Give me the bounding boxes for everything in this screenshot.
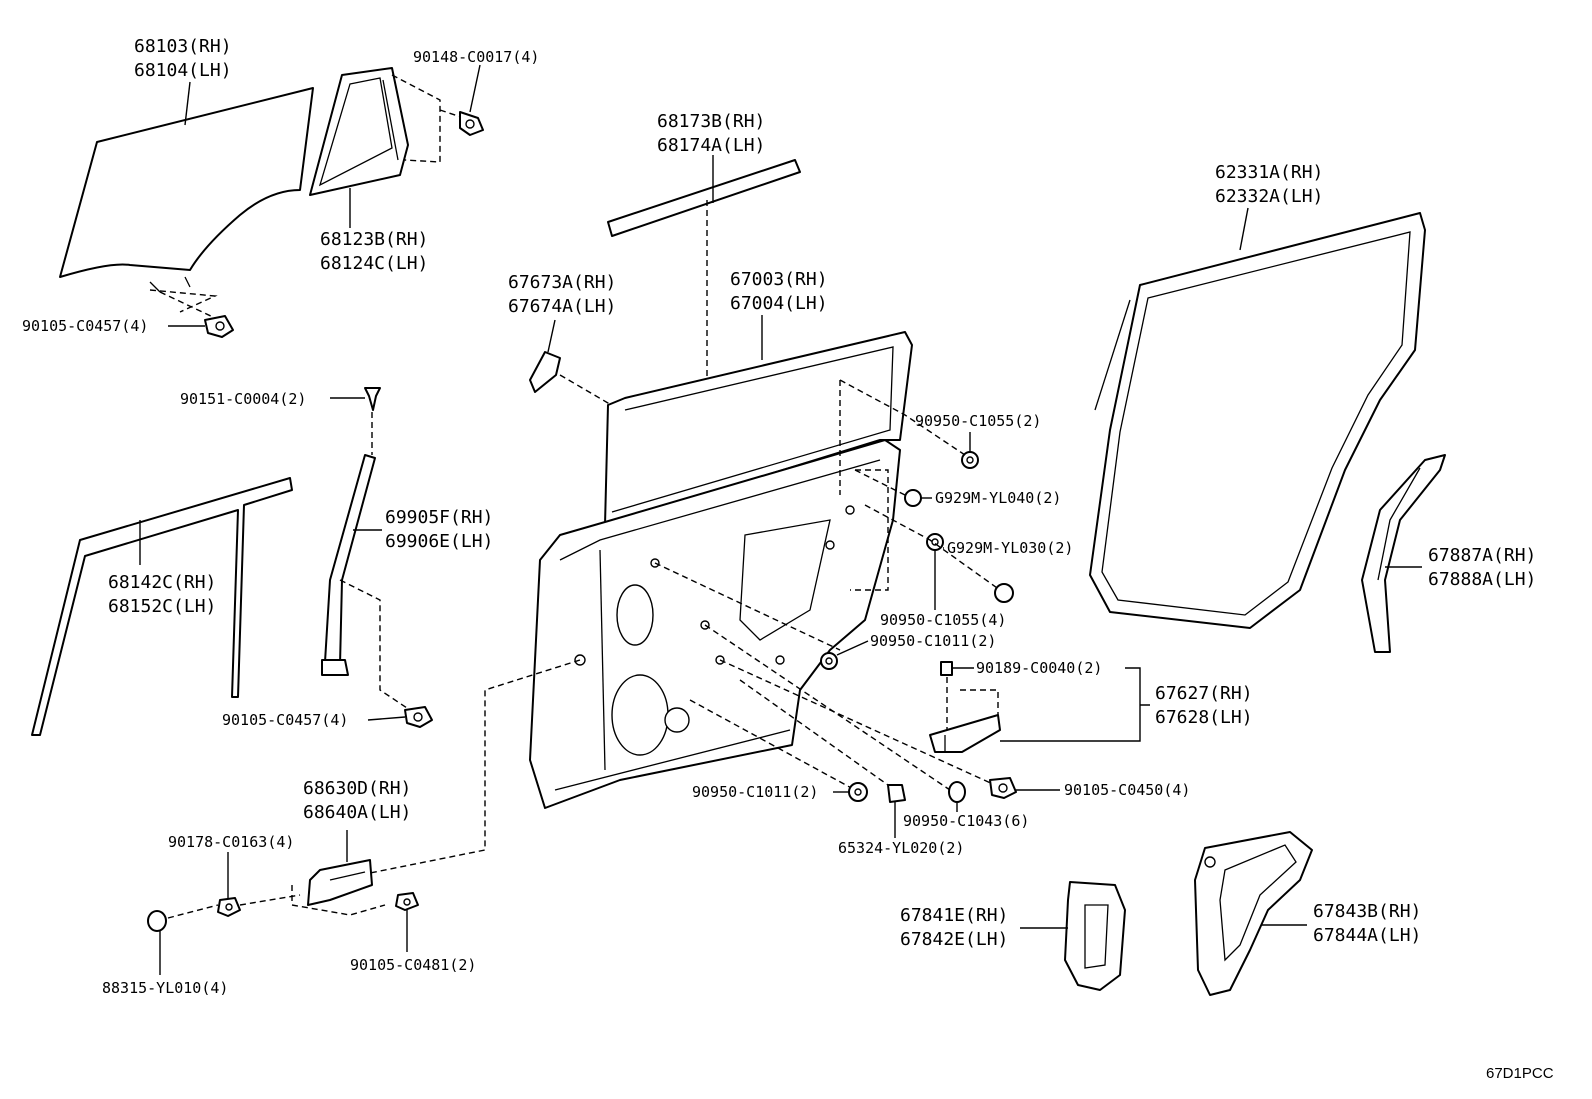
leader-67673 (547, 319, 556, 353)
part-label: G929M-YL030(2) (947, 539, 1073, 557)
part-label: 67887A(RH) (1428, 545, 1536, 566)
part-label: 90950-C1011(2) (692, 783, 818, 801)
door-panel[interactable] (529, 331, 913, 809)
part-label: 62332A(LH) (1215, 186, 1323, 207)
part-label: 90189-C0040(2) (976, 659, 1102, 677)
rear-frame-garnish[interactable] (1361, 454, 1446, 653)
diagram-reference-code: 67D1PCC (1486, 1065, 1554, 1082)
part-label: 90105-C0457(4) (22, 317, 148, 335)
part-label: 62331A(RH) (1215, 162, 1323, 183)
leader-68103 (184, 81, 191, 126)
part-label: 68640A(LH) (303, 802, 411, 823)
part-label: 90148-C0017(4) (413, 48, 539, 66)
part-label: 67628(LH) (1155, 707, 1253, 728)
part-label: 68103(RH) (134, 36, 232, 57)
leader-90950c (836, 640, 869, 656)
plug-g929m-yl040[interactable] (904, 489, 922, 507)
part-label: 68124C(LH) (320, 253, 428, 274)
leader-90105b (367, 716, 406, 721)
bolt-90105-c0481[interactable] (395, 892, 419, 911)
part-label: 68173B(RH) (657, 111, 765, 132)
part-label: 69906E(LH) (385, 531, 493, 552)
part-label: 67843B(RH) (1313, 901, 1421, 922)
door-glass[interactable] (59, 87, 314, 319)
part-label: 90950-C1055(4) (880, 611, 1006, 629)
part-label: 68630D(RH) (303, 778, 411, 799)
part-label: 90178-C0163(4) (168, 833, 294, 851)
part-label: 67888A(LH) (1428, 569, 1536, 590)
part-label: 90105-C0481(2) (350, 956, 476, 974)
screw-90151[interactable] (364, 387, 381, 455)
part-label: 90950-C1055(2) (915, 412, 1041, 430)
door-weatherstrip[interactable] (1089, 212, 1426, 629)
part-label: 90105-C0457(4) (222, 711, 348, 729)
part-label: 90151-C0004(2) (180, 390, 306, 408)
part-label: 68123B(RH) (320, 229, 428, 250)
nut-90950-c1011-a[interactable] (820, 652, 838, 670)
division-bar[interactable] (31, 477, 293, 736)
part-label: 65324-YL020(2) (838, 839, 964, 857)
part-label: 67004(LH) (730, 293, 828, 314)
part-label: 67627(RH) (1155, 683, 1253, 704)
part-label: 67674A(LH) (508, 296, 616, 317)
bracket[interactable] (929, 714, 1001, 753)
grommet-65324[interactable] (887, 784, 906, 803)
bolt-90105-a[interactable] (204, 315, 234, 338)
rear-vent-glass[interactable] (309, 67, 471, 196)
part-label: 68152C(LH) (108, 596, 216, 617)
leader-90148 (469, 64, 481, 113)
bolt-90105-b[interactable] (404, 706, 433, 728)
part-label: 68142C(RH) (108, 572, 216, 593)
part-label: 90950-C1011(2) (870, 632, 996, 650)
part-label: 67003(RH) (730, 269, 828, 290)
part-label: 67842E(LH) (900, 929, 1008, 950)
plug-90950-c1043[interactable] (948, 781, 966, 803)
run-channel[interactable] (321, 454, 411, 711)
frame-garnish[interactable] (529, 351, 621, 411)
nut-90950-c1055-b[interactable] (926, 533, 944, 551)
plug-g929m-yl030[interactable] (994, 583, 1014, 603)
part-label: 90105-C0450(4) (1064, 781, 1190, 799)
cap-88315[interactable] (147, 904, 219, 932)
part-label: 90950-C1043(6) (903, 812, 1029, 830)
part-label: 69905F(RH) (385, 507, 493, 528)
clip-90189[interactable] (940, 661, 999, 730)
bolt-90148[interactable] (459, 111, 484, 136)
part-label: 68104(LH) (134, 60, 232, 81)
part-label: 68174A(LH) (657, 135, 765, 156)
nut-90950-c1011-b[interactable] (848, 782, 868, 802)
part-label: 67673A(RH) (508, 272, 616, 293)
part-label: 88315-YL010(4) (102, 979, 228, 997)
pad-67841[interactable] (1064, 881, 1126, 991)
bolt-90105-c0450[interactable] (989, 777, 1017, 799)
leader-67627 (1000, 667, 1150, 742)
leader-62331 (1239, 207, 1249, 251)
hinge-68630[interactable] (291, 859, 386, 916)
part-label: 67844A(LH) (1313, 925, 1421, 946)
nut-90178[interactable] (217, 894, 301, 917)
part-label: 67841E(RH) (900, 905, 1008, 926)
pad-67843[interactable] (1194, 831, 1313, 996)
part-label: G929M-YL040(2) (935, 489, 1061, 507)
